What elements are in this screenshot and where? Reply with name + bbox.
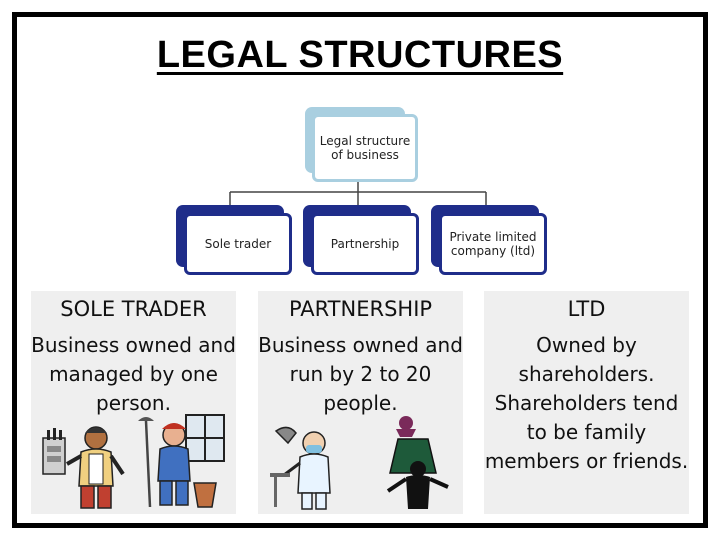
org-node-partnership-label: Partnership xyxy=(311,213,419,275)
cleaner-icon xyxy=(138,414,225,508)
panel-ltd: LTD Owned by shareholders. Shareholders … xyxy=(484,291,689,514)
dentist-icon xyxy=(270,426,331,510)
slide-title: LEGAL STRUCTURES xyxy=(156,34,564,76)
panel-sole-trader-heading: SOLE TRADER xyxy=(60,297,207,321)
electrician-icon xyxy=(42,426,125,509)
panel-sole-trader-text: Business owned and managed by one person… xyxy=(31,333,236,415)
panel-partnership-heading: PARTNERSHIP xyxy=(288,297,433,321)
panel-ltd-heading: LTD xyxy=(567,297,606,321)
panel-partnership-text: Business owned and run by 2 to 20 people… xyxy=(258,333,463,415)
panel-sole-trader: SOLE TRADER Business owned and managed b… xyxy=(31,291,236,514)
panel-ltd-text: Owned by shareholders. Shareholders tend… xyxy=(484,333,689,473)
org-node-ltd-label: Private limited company (ltd) xyxy=(439,213,547,275)
speaker-icon xyxy=(386,416,449,509)
panel-partnership: PARTNERSHIP Business owned and run by 2 … xyxy=(258,291,463,514)
org-node-sole-trader-label: Sole trader xyxy=(184,213,292,275)
org-node-root-label: Legal structure of business xyxy=(312,114,418,182)
